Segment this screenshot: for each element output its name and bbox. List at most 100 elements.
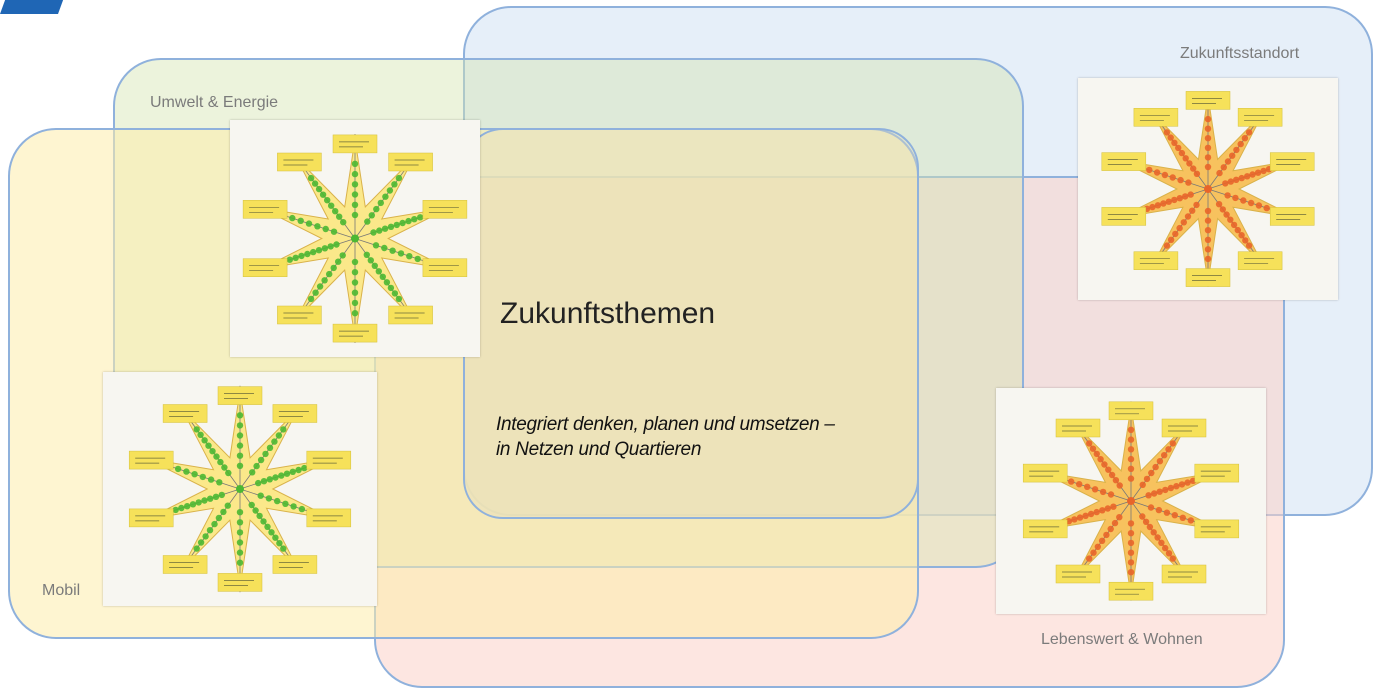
vote-dot — [1104, 505, 1111, 512]
vote-dot — [1127, 569, 1135, 576]
vote-dot — [1127, 465, 1135, 472]
vote-dot — [351, 170, 359, 178]
vote-dot — [315, 185, 323, 193]
vote-dot — [391, 290, 399, 297]
sticky-note — [1133, 108, 1179, 127]
vote-dot — [1227, 216, 1234, 223]
vote-dot — [1224, 158, 1232, 165]
sticky-note — [1269, 207, 1315, 226]
vote-dot — [1249, 171, 1256, 178]
vote-dot — [1127, 530, 1135, 537]
star-chart-image — [1022, 401, 1240, 601]
vote-dot — [1233, 176, 1240, 183]
vote-dot — [1240, 197, 1247, 204]
vote-dot — [314, 223, 321, 230]
vote-dot — [1086, 440, 1093, 447]
vote-dot — [216, 479, 223, 486]
vote-dot — [1229, 152, 1236, 159]
vote-dot — [266, 476, 273, 483]
star-center — [1127, 497, 1135, 505]
vote-dot — [1260, 167, 1267, 175]
vote-dot — [397, 250, 405, 257]
vote-dot — [1068, 478, 1075, 485]
sticky-note — [217, 386, 263, 405]
vote-dot — [1160, 200, 1167, 207]
vote-dot — [379, 273, 386, 280]
vote-dot — [1186, 160, 1193, 167]
vote-dot — [305, 220, 313, 227]
vote-dot — [297, 217, 304, 224]
vote-dot — [351, 160, 359, 167]
sticky-note — [128, 450, 174, 470]
vote-dot — [381, 244, 388, 252]
vote-dot — [1071, 516, 1078, 523]
vote-dot — [1182, 193, 1189, 200]
vote-dot — [1233, 146, 1240, 154]
vote-dot — [1097, 456, 1104, 463]
vote-dot — [1245, 129, 1253, 136]
vote-dot — [193, 426, 200, 433]
vote-dot — [307, 295, 315, 303]
vote-dot — [311, 180, 319, 187]
vote-dot — [289, 468, 296, 475]
vote-dot — [207, 476, 215, 483]
star-center — [236, 485, 244, 493]
vote-dot — [221, 464, 228, 471]
vote-dot — [172, 506, 179, 514]
vote-dot — [1145, 492, 1152, 499]
vote-dot — [326, 270, 333, 278]
vote-dot — [199, 473, 206, 481]
vote-dot — [386, 187, 394, 194]
vote-dot — [1193, 201, 1200, 209]
vote-dot — [298, 505, 306, 513]
vote-dot — [1244, 173, 1251, 180]
vote-dot — [1204, 207, 1212, 215]
vote-dot — [1152, 463, 1159, 471]
vote-dot — [1177, 176, 1184, 184]
vote-dot — [330, 228, 338, 235]
photo-zukunftsstandort-star-chart — [1078, 78, 1338, 300]
vote-dot — [301, 464, 308, 472]
vote-dot — [351, 289, 359, 296]
vote-dot — [1105, 466, 1112, 473]
vote-dot — [1171, 196, 1178, 204]
vote-dot — [1238, 232, 1245, 239]
field-zukunftsthemen-center — [463, 128, 919, 519]
vote-dot — [1127, 446, 1135, 453]
vote-dot — [217, 458, 224, 466]
vote-dot — [197, 539, 205, 546]
vote-dot — [364, 218, 371, 225]
vote-dot — [351, 201, 359, 208]
vote-dot — [1242, 237, 1249, 244]
vote-dot — [310, 248, 317, 256]
vote-dot — [280, 545, 287, 552]
vote-dot — [272, 474, 279, 481]
logo-shape — [0, 0, 75, 14]
vote-dot — [1187, 191, 1194, 198]
vote-dot — [271, 438, 278, 445]
vote-dot — [178, 504, 185, 512]
vote-dot — [387, 284, 395, 292]
sticky-note — [128, 508, 174, 528]
vote-dot — [387, 223, 395, 230]
sticky-note — [1133, 251, 1179, 270]
vote-dot — [1091, 486, 1099, 493]
vote-dot — [321, 277, 328, 284]
vote-dot — [1204, 125, 1212, 132]
vote-dot — [262, 450, 269, 458]
sticky-note — [272, 404, 318, 423]
vote-dot — [1178, 481, 1186, 488]
vote-dot — [236, 529, 244, 536]
vote-dot — [249, 469, 256, 476]
vote-dot — [336, 213, 343, 220]
vote-dot — [373, 205, 380, 213]
vote-dot — [1112, 477, 1120, 484]
vote-dot — [1127, 455, 1135, 463]
vote-dot — [205, 442, 212, 449]
vote-dot — [1111, 519, 1119, 527]
vote-dot — [289, 214, 296, 222]
sticky-note — [277, 305, 322, 325]
vote-dot — [252, 507, 259, 514]
vote-dot — [1161, 171, 1169, 179]
vote-dot — [1190, 165, 1197, 172]
